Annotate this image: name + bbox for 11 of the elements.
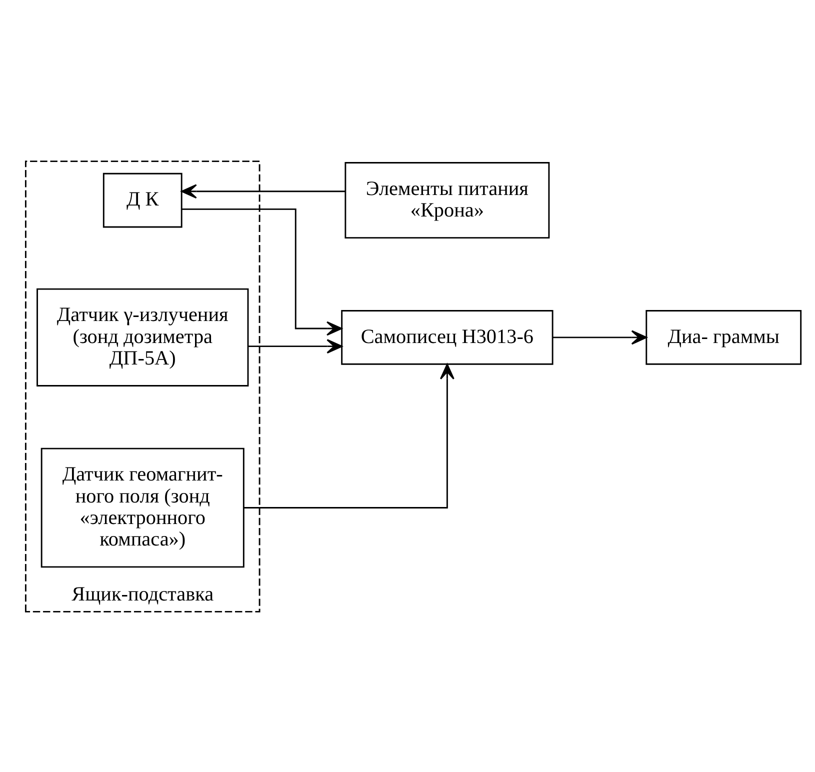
node-box: Датчик геомагнит- ного поля (зонд «электронного компаса») <box>40 447 244 568</box>
node-box: Д К <box>102 172 182 228</box>
node-box: Датчик γ-излучения (зонд дозиметра ДП-5А) <box>36 288 249 386</box>
arrow <box>181 184 346 198</box>
arrow <box>244 363 454 508</box>
arrow <box>248 338 342 354</box>
node-box: Диа- граммы <box>646 310 802 364</box>
arrow <box>182 208 342 336</box>
arrow <box>552 330 648 344</box>
node-box: Элементы питания «Крона» <box>344 162 550 238</box>
node-box: Самописец Н3013-6 <box>341 310 554 364</box>
